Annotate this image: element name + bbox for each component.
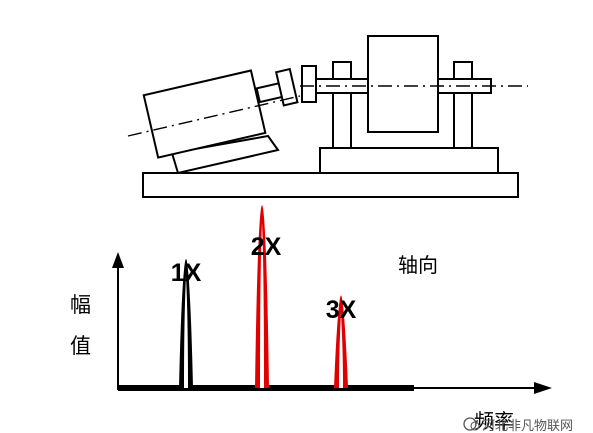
y-axis-arrow: [112, 252, 124, 268]
wechat-icon-inner: [470, 421, 480, 431]
base-plate: [142, 172, 519, 198]
motor-wedge: [170, 134, 280, 175]
bearing-stand-left: [332, 61, 352, 149]
y-axis-label-char-2: 值: [70, 334, 91, 358]
centerlines: [127, 85, 528, 137]
machine-illustration: [142, 35, 519, 198]
bearing-stand-right: [453, 61, 473, 149]
x-axis-label: 频率: [474, 409, 514, 433]
peak-label-3x: 3X: [326, 296, 357, 324]
x-axis-arrow: [534, 382, 552, 394]
wechat-icon: [463, 417, 477, 431]
watermark-text: 河北非凡物联网: [482, 419, 573, 433]
watermark: 河北非凡物联网: [463, 417, 573, 433]
peak-highlight-2x: [260, 223, 264, 388]
peak-label-2x: 2X: [251, 233, 282, 261]
coupling-half-right: [301, 65, 317, 103]
motor-centerline: [127, 95, 301, 137]
peak-highlight-1x: [184, 277, 188, 388]
pump-pedestal: [319, 147, 499, 174]
direction-label: 轴向: [398, 253, 438, 277]
pump-housing: [367, 35, 439, 133]
y-axis-label-char-1: 幅: [70, 293, 91, 317]
spectrum-peaks: [179, 205, 348, 388]
coupling-half-left: [274, 67, 299, 107]
peak-highlight-3x: [339, 313, 343, 388]
peak-label-1x: 1X: [171, 259, 202, 287]
motor-body: [142, 69, 267, 159]
spectrum-chart: 1X 2X 3X 轴向 幅 值 频率: [70, 205, 552, 433]
